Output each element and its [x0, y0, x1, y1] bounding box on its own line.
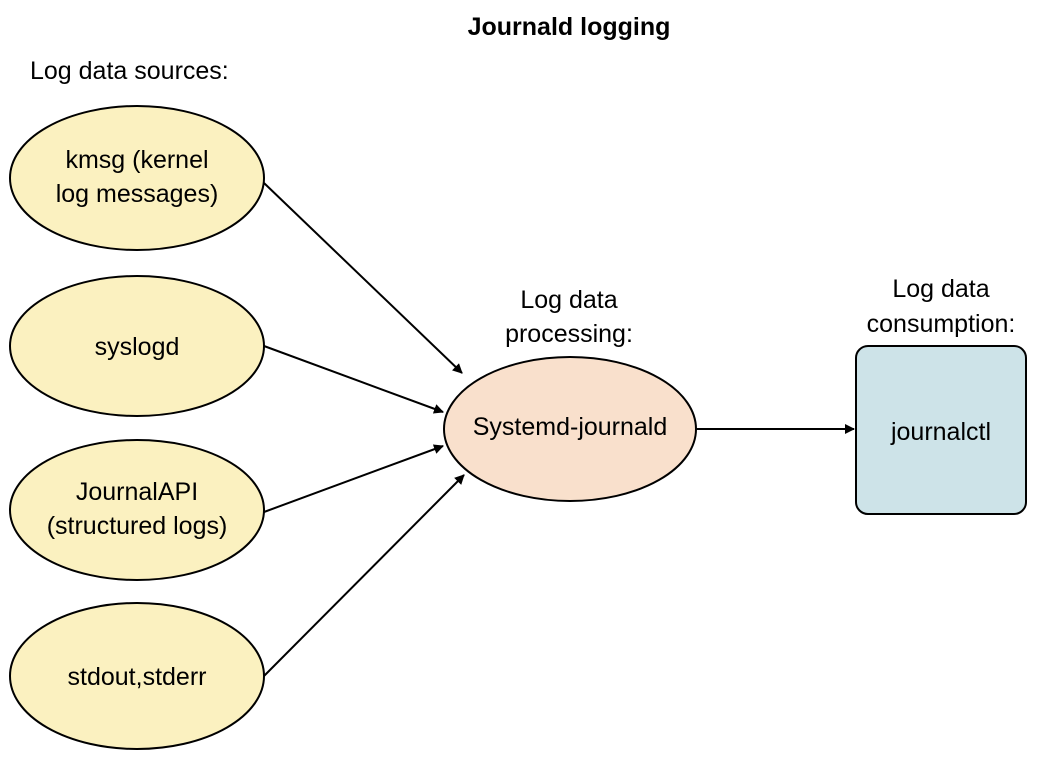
- edge-journalapi-to-journald: [263, 444, 444, 513]
- node-syslogd-label: syslogd: [95, 333, 180, 361]
- sources-heading: Log data sources:: [30, 57, 229, 85]
- node-journalapi-label-line-1: JournalAPI: [76, 478, 198, 506]
- node-kmsg-label-line-2: log messages): [56, 180, 219, 208]
- node-kmsg-shape: [9, 105, 265, 251]
- edge-syslogd-to-journald: [263, 345, 444, 414]
- consumption-heading-line-2: consumption:: [867, 310, 1016, 338]
- node-journalapi-label-line-2: (structured logs): [47, 512, 228, 540]
- processing-heading-line-1: Log data: [520, 286, 617, 314]
- node-journalctl-label: journalctl: [890, 418, 991, 446]
- node-stdout-stderr: stdout,stderr: [9, 602, 265, 750]
- edge-kmsg-to-journald: [263, 182, 463, 374]
- node-stdout-stderr-shape: [9, 602, 265, 750]
- node-stdout-stderr-label: stdout,stderr: [68, 663, 207, 691]
- node-syslogd-shape: [9, 275, 265, 417]
- edge-stdout-to-journald: [263, 474, 465, 677]
- processing-heading-line-2: processing:: [505, 320, 633, 348]
- node-systemd-journald-shape: [443, 356, 697, 502]
- node-journalctl-shape: [855, 345, 1027, 515]
- node-systemd-journald-label: Systemd-journald: [473, 413, 668, 441]
- node-syslogd: syslogd: [9, 275, 265, 417]
- diagram-title: Journald logging: [468, 13, 671, 41]
- node-kmsg: kmsg (kernel log messages): [9, 105, 265, 251]
- node-kmsg-label-line-1: kmsg (kernel: [65, 146, 208, 174]
- node-journalctl: journalctl: [855, 345, 1027, 515]
- node-journalapi: JournalAPI (structured logs): [9, 439, 265, 581]
- node-systemd-journald: Systemd-journald: [443, 356, 697, 502]
- node-journalapi-shape: [9, 439, 265, 581]
- consumption-heading-line-1: Log data: [892, 275, 989, 303]
